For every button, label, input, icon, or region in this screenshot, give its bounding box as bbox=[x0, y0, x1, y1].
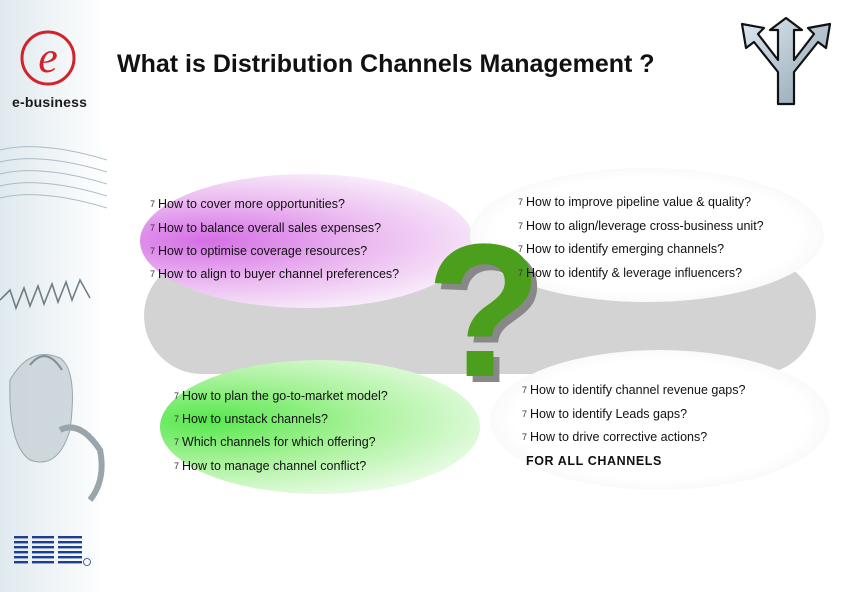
question-mark-shadow: ? bbox=[432, 211, 549, 423]
bullet-icon: 7 bbox=[174, 391, 180, 401]
bullet-icon: 7 bbox=[522, 409, 528, 419]
item-text: How to align/leverage cross-business uni… bbox=[526, 219, 764, 233]
ebusiness-logo-icon: e bbox=[20, 30, 76, 86]
ibm-logo-icon bbox=[14, 536, 91, 566]
item-text: Which channels for which offering? bbox=[182, 435, 376, 449]
item-text: How to balance overall sales expenses? bbox=[158, 221, 382, 235]
item-text: How to cover more opportunities? bbox=[158, 197, 345, 211]
ebusiness-label: e-business bbox=[12, 94, 88, 110]
item-text: How to identify & leverage influencers? bbox=[526, 266, 743, 280]
bullet-icon: 7 bbox=[150, 246, 156, 256]
item-text: How to unstack channels? bbox=[182, 412, 328, 426]
bullet-icon: 7 bbox=[174, 437, 180, 447]
slide-title: What is Distribution Channels Management… bbox=[117, 50, 655, 78]
bullet-icon: 7 bbox=[518, 268, 524, 278]
bullet-icon: 7 bbox=[518, 244, 524, 254]
bullet-icon: 7 bbox=[174, 461, 180, 471]
bullet-icon: 7 bbox=[522, 432, 528, 442]
top-right-bubble bbox=[470, 168, 824, 302]
sidebar: e e-business bbox=[0, 0, 107, 592]
bullet-icon: 7 bbox=[150, 199, 156, 209]
bullet-icon: 7 bbox=[518, 221, 524, 231]
item-text: How to identify channel revenue gaps? bbox=[530, 383, 746, 397]
footer-note: FOR ALL CHANNELS bbox=[526, 454, 662, 468]
bullet-icon: 7 bbox=[150, 223, 156, 233]
bullet-icon: 7 bbox=[174, 414, 180, 424]
bullet-icon: 7 bbox=[522, 385, 528, 395]
hand-mouse-decoration-icon bbox=[0, 146, 107, 502]
item-text: How to drive corrective actions? bbox=[530, 430, 708, 444]
item-text: How to improve pipeline value & quality? bbox=[526, 195, 752, 209]
bottom-right-bubble bbox=[490, 350, 830, 490]
item-text: How to align to buyer channel preference… bbox=[158, 267, 400, 281]
branching-arrows-icon bbox=[740, 16, 832, 106]
svg-text:e: e bbox=[38, 33, 58, 82]
purple-bubble bbox=[140, 174, 474, 308]
bullet-icon: 7 bbox=[150, 269, 156, 279]
item-text: How to manage channel conflict? bbox=[182, 459, 367, 473]
question-mark-icon: ? bbox=[426, 205, 543, 417]
item-text: How to optimise coverage resources? bbox=[158, 244, 368, 258]
bullet-icon: 7 bbox=[518, 197, 524, 207]
green-bubble bbox=[160, 360, 480, 494]
item-text: How to identify Leads gaps? bbox=[530, 407, 688, 421]
item-text: How to plan the go-to-market model? bbox=[182, 389, 388, 403]
item-text: How to identify emerging channels? bbox=[526, 242, 725, 256]
